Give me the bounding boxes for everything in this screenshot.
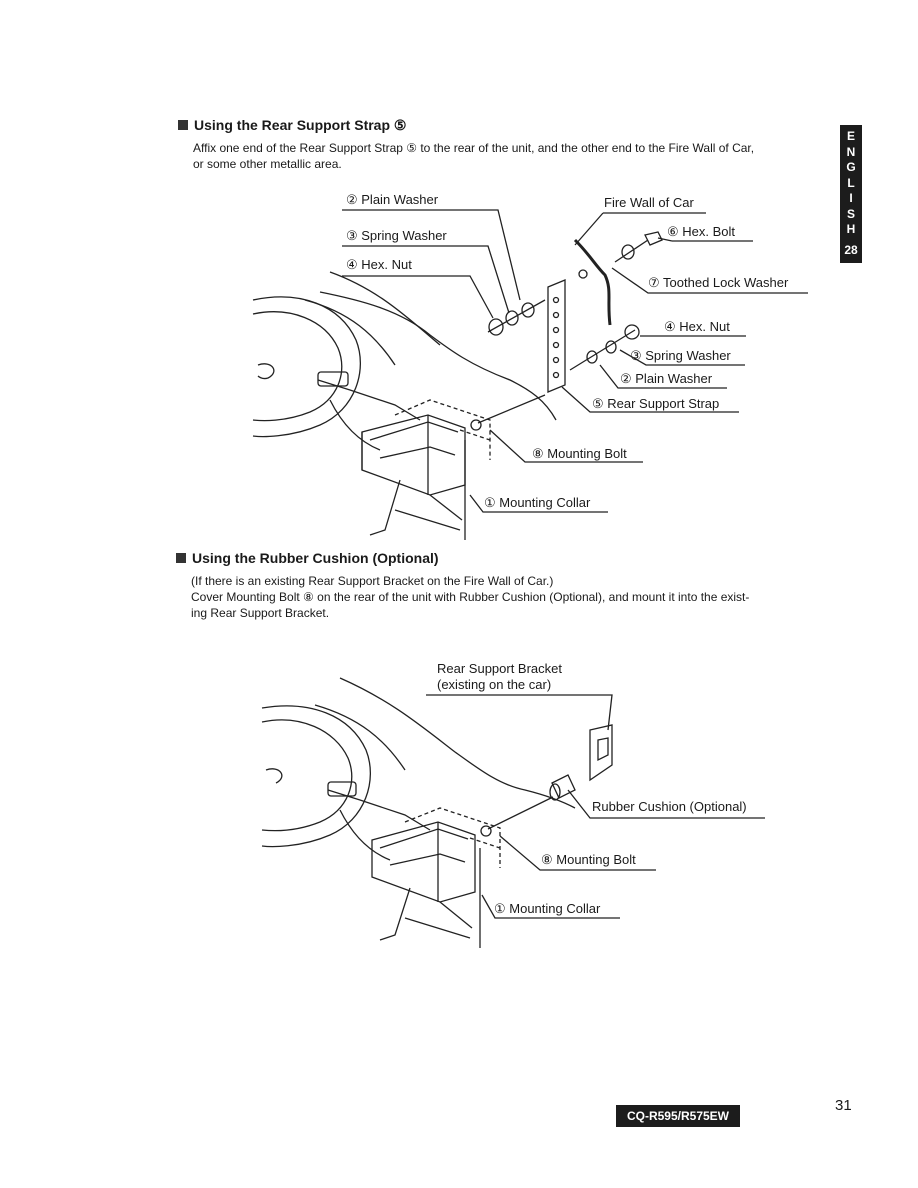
section1-title: Using the Rear Support Strap ⑤ bbox=[194, 117, 407, 133]
tab-letter: E bbox=[846, 129, 855, 143]
label-plain-washer: ② Plain Washer bbox=[346, 192, 439, 207]
tab-letter: S bbox=[846, 206, 855, 221]
tab-letter: I bbox=[849, 191, 853, 205]
language-tab-letters: E N G L I S H bbox=[840, 125, 862, 238]
section1-text: Affix one end of the Rear Support Strap … bbox=[193, 140, 833, 172]
label-mounting-collar: ① Mounting Collar bbox=[484, 495, 591, 510]
language-tab: E N G L I S H 28 bbox=[840, 125, 862, 263]
section2-heading: Using the Rubber Cushion (Optional) bbox=[176, 550, 439, 566]
bullet-square-icon bbox=[178, 120, 188, 130]
page-number: 31 bbox=[835, 1097, 852, 1114]
label-fire-wall: Fire Wall of Car bbox=[604, 195, 694, 210]
tab-letter: N bbox=[846, 144, 856, 159]
label-bracket-line: Rear Support Bracket bbox=[437, 661, 563, 676]
tab-letter: L bbox=[847, 175, 855, 190]
tab-page-number: 28 bbox=[844, 243, 858, 257]
label-hex-nut: ④ Hex. Nut bbox=[346, 257, 412, 272]
label-plain-washer-right: ② Plain Washer bbox=[620, 371, 713, 386]
section1-heading: Using the Rear Support Strap ⑤ bbox=[178, 117, 406, 134]
section2-text: (If there is an existing Rear Support Br… bbox=[191, 573, 831, 621]
label-rear-support-bracket: Rear Support Bracket (existing on the ca… bbox=[437, 661, 562, 693]
section2-text-line: (If there is an existing Rear Support Br… bbox=[191, 574, 554, 588]
label-mounting-bolt: ⑧ Mounting Bolt bbox=[532, 446, 627, 461]
label-rubber-cushion: Rubber Cushion (Optional) bbox=[592, 799, 747, 814]
label-hex-nut-right: ④ Hex. Nut bbox=[664, 319, 730, 334]
label-spring-washer: ③ Spring Washer bbox=[346, 228, 447, 243]
label-rear-support-strap: ⑤ Rear Support Strap bbox=[592, 396, 720, 411]
tab-letter: H bbox=[846, 222, 856, 236]
label-mounting-collar-2: ① Mounting Collar bbox=[494, 901, 601, 916]
label-bracket-line: (existing on the car) bbox=[437, 677, 552, 692]
section1-text-line: Affix one end of the Rear Support Strap … bbox=[193, 141, 755, 155]
tab-letter: G bbox=[846, 160, 856, 174]
label-hex-bolt: ⑥ Hex. Bolt bbox=[667, 224, 736, 239]
label-toothed-lock-washer: ⑦ Toothed Lock Washer bbox=[648, 275, 789, 290]
section2-title: Using the Rubber Cushion (Optional) bbox=[192, 550, 439, 566]
section1-text-line: or some other metallic area. bbox=[193, 157, 342, 171]
label-spring-washer-right: ③ Spring Washer bbox=[630, 348, 731, 363]
section2-text-line: ing Rear Support Bracket. bbox=[191, 606, 330, 620]
label-mounting-bolt-2: ⑧ Mounting Bolt bbox=[541, 852, 636, 867]
model-badge: CQ-R595/R575EW bbox=[616, 1105, 740, 1127]
section2-text-line: Cover Mounting Bolt ⑧ on the rear of the… bbox=[191, 590, 750, 604]
bullet-square-icon bbox=[176, 553, 186, 563]
